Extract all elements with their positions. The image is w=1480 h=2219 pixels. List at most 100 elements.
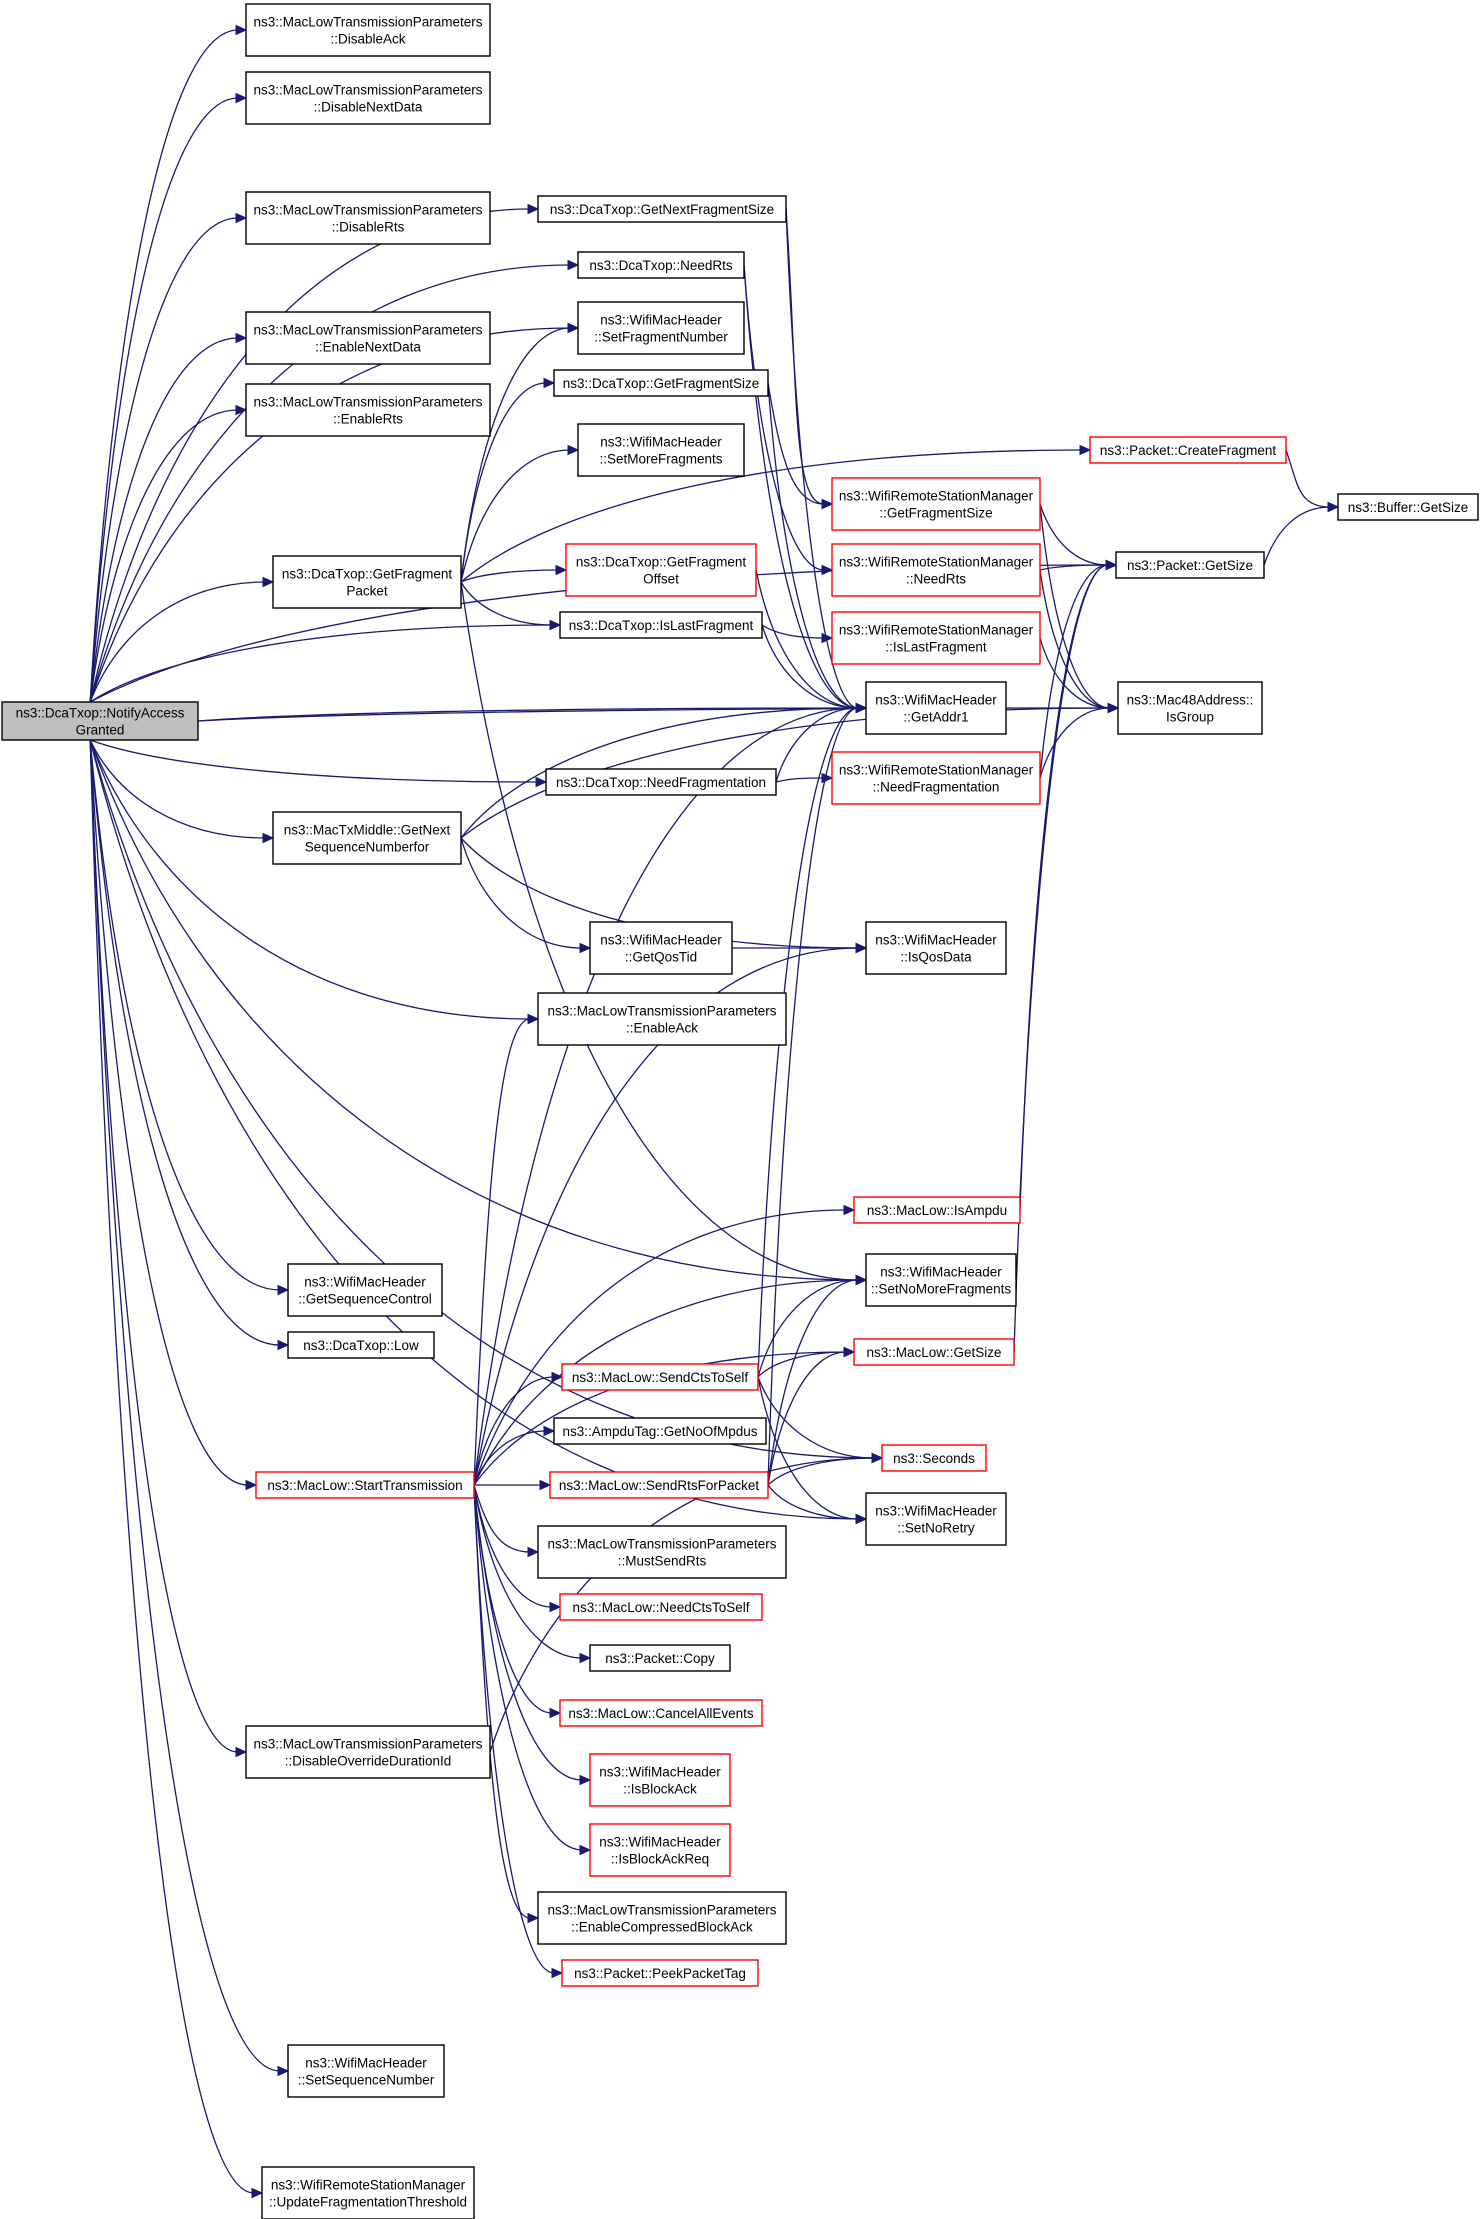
edge-root-to-set-no-more-fragments <box>89 739 859 1281</box>
node-disable-override-duration-id-label-line-1: ns3::MacLowTransmissionParameters <box>253 1737 482 1752</box>
node-low-box <box>287 1331 435 1359</box>
node-is-group[interactable]: ns3::Mac48Address::IsGroup <box>1117 681 1263 735</box>
node-set-sequence-number[interactable]: ns3::WifiMacHeader::SetSequenceNumber <box>287 2044 445 2098</box>
node-is-ampdu[interactable]: ns3::MacLow::IsAmpdu <box>853 1196 1021 1224</box>
node-send-cts-to-self[interactable]: ns3::MacLow::SendCtsToSelf <box>561 1363 759 1391</box>
node-peek-packet-tag[interactable]: ns3::Packet::PeekPacketTag <box>561 1959 759 1987</box>
node-enable-ack[interactable]: ns3::MacLowTransmissionParameters::Enabl… <box>537 992 787 1046</box>
node-buffer-get-size-box <box>1337 493 1479 521</box>
node-rsm-need-rts[interactable]: ns3::WifiRemoteStationManager::NeedRts <box>831 543 1041 597</box>
edge-rsm-get-fragment-size-to-is-group <box>1039 503 1111 709</box>
node-must-send-rts[interactable]: ns3::MacLowTransmissionParameters::MustS… <box>537 1525 787 1579</box>
node-must-send-rts-label-line-2: ::MustSendRts <box>618 1554 707 1569</box>
node-low[interactable]: ns3::DcaTxop::Low <box>287 1331 435 1359</box>
node-root-label-line-1: ns3::DcaTxop::NotifyAccess <box>16 706 185 721</box>
node-root-box <box>1 701 199 741</box>
node-send-rts-for-packet[interactable]: ns3::MacLow::SendRtsForPacket <box>549 1471 769 1499</box>
node-set-no-retry[interactable]: ns3::WifiMacHeader::SetNoRetry <box>865 1492 1007 1546</box>
node-is-last-fragment[interactable]: ns3::DcaTxop::IsLastFragment <box>559 611 763 639</box>
node-is-block-ack-req[interactable]: ns3::WifiMacHeader::IsBlockAckReq <box>589 1823 731 1877</box>
arrowhead-get-qos-tid <box>579 942 592 954</box>
node-rsm-is-last-fragment[interactable]: ns3::WifiRemoteStationManager::IsLastFra… <box>831 611 1041 665</box>
node-buffer-get-size[interactable]: ns3::Buffer::GetSize <box>1337 493 1479 521</box>
node-get-qos-tid[interactable]: ns3::WifiMacHeader::GetQosTid <box>589 921 733 975</box>
node-disable-override-duration-id[interactable]: ns3::MacLowTransmissionParameters::Disab… <box>245 1725 491 1779</box>
node-get-next-fragment-size-label-line-1: ns3::DcaTxop::GetNextFragmentSize <box>550 202 774 217</box>
edge-start-transmission-to-is-qos-data <box>473 947 859 1486</box>
arrowhead-start-transmission <box>245 1479 258 1491</box>
node-disable-ack-label-line-2: ::DisableAck <box>330 32 405 47</box>
node-enable-rts[interactable]: ns3::MacLowTransmissionParameters::Enabl… <box>245 383 491 437</box>
node-is-qos-data-label-line-1: ns3::WifiMacHeader <box>875 933 997 948</box>
node-create-fragment[interactable]: ns3::Packet::CreateFragment <box>1089 436 1287 464</box>
node-rsm-need-fragmentation[interactable]: ns3::WifiRemoteStationManager::NeedFragm… <box>831 751 1041 805</box>
node-mac-low-get-size-label-line-1: ns3::MacLow::GetSize <box>866 1345 1001 1360</box>
node-get-fragment-size[interactable]: ns3::DcaTxop::GetFragmentSize <box>553 369 769 397</box>
node-get-sequence-control[interactable]: ns3::WifiMacHeader::GetSequenceControl <box>287 1263 443 1317</box>
node-need-rts[interactable]: ns3::DcaTxop::NeedRts <box>577 251 745 279</box>
node-update-frag-threshold-label-line-1: ns3::WifiRemoteStationManager <box>271 2178 466 2193</box>
node-get-no-of-mpdus-label-line-1: ns3::AmpduTag::GetNoOfMpdus <box>562 1424 757 1439</box>
node-packet-copy[interactable]: ns3::Packet::Copy <box>589 1644 731 1672</box>
node-need-rts-label-line-1: ns3::DcaTxop::NeedRts <box>589 258 733 273</box>
node-get-next-fragment-size[interactable]: ns3::DcaTxop::GetNextFragmentSize <box>537 195 787 223</box>
node-enable-next-data-label-line-2: ::EnableNextData <box>315 340 421 355</box>
node-disable-override-duration-id-label-line-2: ::DisableOverrideDurationId <box>285 1754 452 1769</box>
node-need-cts-to-self-label-line-1: ns3::MacLow::NeedCtsToSelf <box>572 1600 749 1615</box>
node-packet-get-size[interactable]: ns3::Packet::GetSize <box>1115 551 1265 579</box>
edge-rsm-need-rts-to-is-group <box>1039 569 1111 709</box>
node-disable-next-data[interactable]: ns3::MacLowTransmissionParameters::Disab… <box>245 71 491 125</box>
node-is-qos-data[interactable]: ns3::WifiMacHeader::IsQosData <box>865 921 1007 975</box>
node-set-sequence-number-label-line-1: ns3::WifiMacHeader <box>305 2056 427 2071</box>
node-get-fragment-size-box <box>553 369 769 397</box>
node-mac-low-get-size[interactable]: ns3::MacLow::GetSize <box>853 1338 1015 1366</box>
arrowhead-enable-rts <box>235 404 248 416</box>
edge-root-to-get-sequence-control <box>89 739 281 1291</box>
arrowhead-get-fragment-offset <box>555 564 568 576</box>
node-disable-rts[interactable]: ns3::MacLowTransmissionParameters::Disab… <box>245 191 491 245</box>
node-rsm-need-fragmentation-label-line-2: ::NeedFragmentation <box>873 780 1000 795</box>
node-disable-ack[interactable]: ns3::MacLowTransmissionParameters::Disab… <box>245 3 491 57</box>
node-start-transmission[interactable]: ns3::MacLow::StartTransmission <box>255 1471 475 1499</box>
node-disable-ack-label-line-1: ns3::MacLowTransmissionParameters <box>253 15 482 30</box>
node-is-block-ack[interactable]: ns3::WifiMacHeader::IsBlockAck <box>589 1753 731 1807</box>
node-seconds[interactable]: ns3::Seconds <box>881 1444 987 1472</box>
node-buffer-get-size-label-line-1: ns3::Buffer::GetSize <box>1348 500 1469 515</box>
edge-start-transmission-to-is-ampdu <box>473 1209 847 1486</box>
edge-get-fragment-packet-to-is-last-fragment <box>460 581 553 626</box>
node-enable-compressed-block-ack-label-line-2: ::EnableCompressedBlockAck <box>571 1920 753 1935</box>
edge-send-cts-to-self-to-set-no-retry <box>757 1376 859 1520</box>
edge-create-fragment-to-buffer-get-size <box>1285 449 1331 508</box>
edge-get-next-seq-to-is-qos-data <box>460 837 859 949</box>
node-need-cts-to-self[interactable]: ns3::MacLow::NeedCtsToSelf <box>559 1593 763 1621</box>
node-packet-get-size-label-line-1: ns3::Packet::GetSize <box>1127 558 1253 573</box>
node-get-addr1[interactable]: ns3::WifiMacHeader::GetAddr1 <box>865 681 1007 735</box>
arrowhead-seconds <box>871 1452 884 1464</box>
node-rsm-get-fragment-size-label-line-1: ns3::WifiRemoteStationManager <box>839 489 1034 504</box>
node-set-fragment-number[interactable]: ns3::WifiMacHeader::SetFragmentNumber <box>577 301 745 355</box>
node-get-no-of-mpdus[interactable]: ns3::AmpduTag::GetNoOfMpdus <box>553 1417 767 1445</box>
node-get-next-seq[interactable]: ns3::MacTxMiddle::GetNextSequenceNumberf… <box>272 811 462 865</box>
node-is-last-fragment-label-line-1: ns3::DcaTxop::IsLastFragment <box>569 618 754 633</box>
arrowhead-is-block-ack <box>579 1774 592 1786</box>
node-need-fragmentation[interactable]: ns3::DcaTxop::NeedFragmentation <box>545 768 777 796</box>
node-enable-compressed-block-ack[interactable]: ns3::MacLowTransmissionParameters::Enabl… <box>537 1891 787 1945</box>
node-send-cts-to-self-box <box>561 1363 759 1391</box>
node-set-more-fragments-label-line-2: ::SetMoreFragments <box>599 452 722 467</box>
node-enable-next-data-box <box>245 311 491 365</box>
node-update-frag-threshold[interactable]: ns3::WifiRemoteStationManager::UpdateFra… <box>261 2166 475 2219</box>
edge-start-transmission-to-peek-packet-tag <box>473 1484 555 1974</box>
node-enable-next-data[interactable]: ns3::MacLowTransmissionParameters::Enabl… <box>245 311 491 365</box>
edge-send-cts-to-self-to-set-no-more-fragments <box>757 1279 859 1378</box>
node-rsm-get-fragment-size[interactable]: ns3::WifiRemoteStationManager::GetFragme… <box>831 477 1041 531</box>
arrowhead-set-no-retry <box>855 1513 868 1525</box>
node-get-sequence-control-box <box>287 1263 443 1317</box>
edge-rsm-need-rts-to-packet-get-size <box>1039 564 1109 571</box>
node-rsm-get-fragment-size-box <box>831 477 1041 531</box>
node-cancel-all-events[interactable]: ns3::MacLow::CancelAllEvents <box>559 1699 763 1727</box>
node-set-more-fragments[interactable]: ns3::WifiMacHeader::SetMoreFragments <box>577 423 745 477</box>
node-set-no-more-fragments[interactable]: ns3::WifiMacHeader::SetNoMoreFragments <box>865 1253 1017 1307</box>
